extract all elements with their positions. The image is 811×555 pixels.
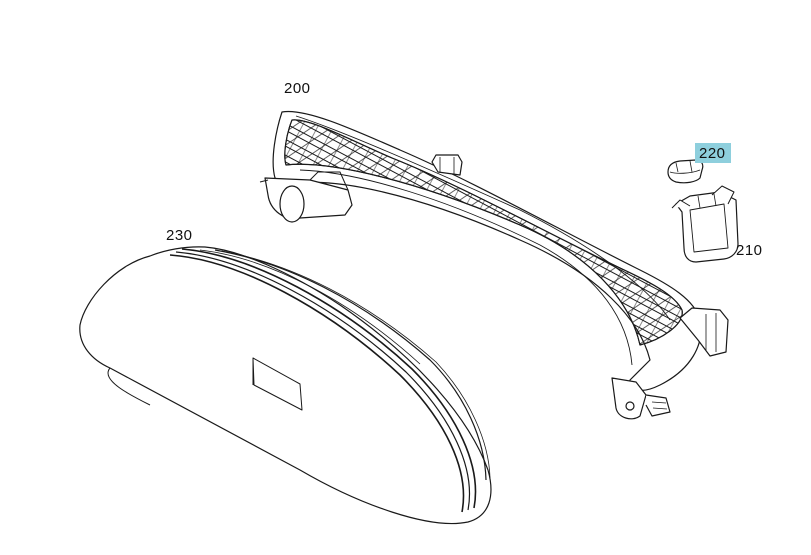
wind-deflector: [259, 110, 729, 420]
bracket-part: [671, 185, 739, 263]
cap-part: [667, 159, 704, 184]
callout-220: 220: [699, 145, 726, 162]
storage-bag: [79, 246, 492, 525]
callout-highlight-220: [695, 143, 731, 163]
callout-200: 200: [284, 80, 311, 97]
callout-230: 230: [166, 227, 193, 244]
callout-210: 210: [736, 242, 763, 259]
